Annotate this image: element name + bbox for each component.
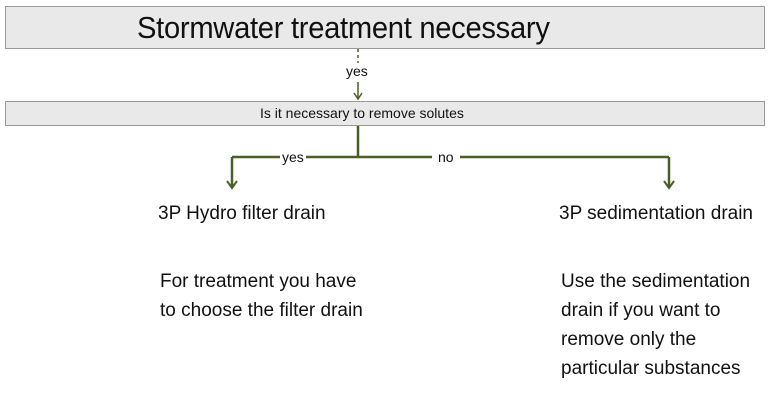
option-filter-drain-title: 3P Hydro filter drain xyxy=(158,203,326,224)
option-sedimentation-drain-description: Use the sedimentation drain if you want … xyxy=(561,267,750,383)
option-sedimentation-drain-title: 3P sedimentation drain xyxy=(559,203,753,224)
connector-right-arrowhead xyxy=(663,180,675,190)
branch-right-label: no xyxy=(432,149,460,165)
question-box: Is it necessary to remove solutes xyxy=(5,101,765,126)
description-line: drain if you want to xyxy=(561,300,721,321)
question-text: Is it necessary to remove solutes xyxy=(260,105,464,121)
description-line: particular substances xyxy=(561,358,741,379)
description-line: Use the sedimentation xyxy=(561,271,751,292)
connector-left-arrowhead xyxy=(226,180,238,190)
branch-left-label: yes xyxy=(280,149,306,165)
option-filter-drain-description: For treatment you have to choose the fil… xyxy=(160,267,363,325)
description-line: to choose the filter drain xyxy=(160,300,363,321)
description-line: remove only the xyxy=(561,329,697,350)
top-decision-title: Stormwater treatment necessary xyxy=(137,10,550,45)
top-decision-box: Stormwater treatment necessary xyxy=(5,6,765,49)
connector-top-arrowhead xyxy=(353,92,363,101)
connector-top-label: yes xyxy=(346,63,368,79)
description-line: For treatment you have xyxy=(160,271,357,292)
